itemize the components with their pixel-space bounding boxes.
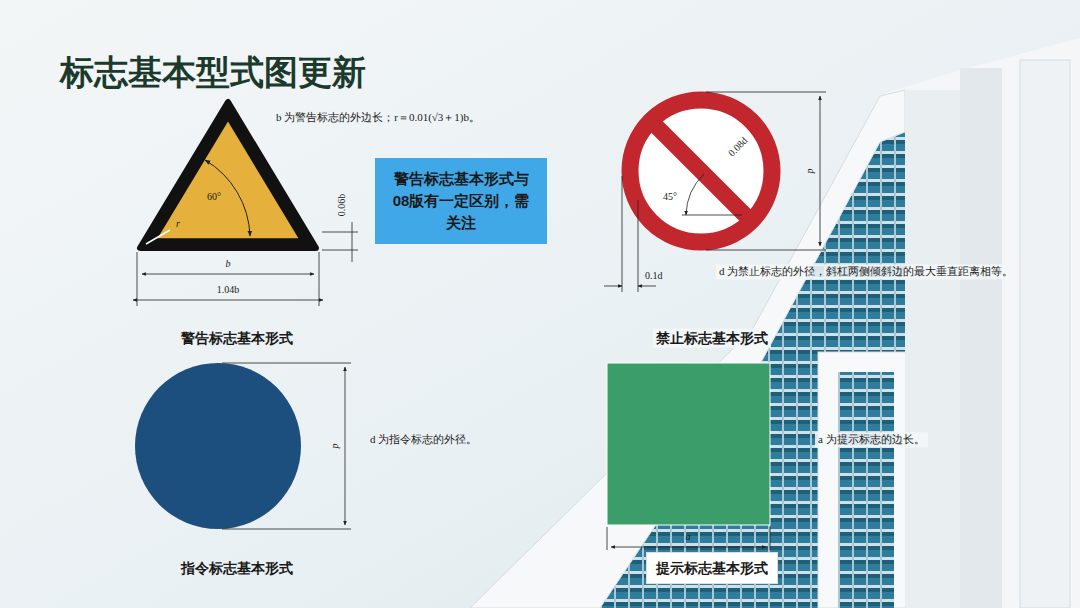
- prohibition-sign: [604, 92, 826, 292]
- mandatory-circle: [135, 363, 301, 529]
- angle-arc: [205, 160, 250, 236]
- dimension-line: [142, 274, 314, 275]
- information-sign: [607, 363, 770, 550]
- dimension-note: b 为警告标志的外边长；r＝0.01(√3＋1)b。: [276, 111, 480, 124]
- dimension-line: [345, 367, 346, 525]
- tower-column: [960, 68, 1002, 608]
- tower-side: [905, 90, 960, 608]
- slide-title: 标志基本型式图更新: [60, 52, 366, 93]
- extension-line: [622, 176, 623, 292]
- dimension-label: a: [686, 531, 691, 543]
- sign-caption: 警告标志基本形式: [181, 330, 293, 347]
- extension-line: [770, 527, 771, 550]
- extension-line: [322, 250, 358, 251]
- extension-line: [319, 252, 320, 306]
- sign-caption: 禁止标志基本形式: [653, 329, 771, 348]
- extension-line: [222, 363, 351, 364]
- dimension-label: d: [805, 169, 817, 174]
- callout-text: 警告标志基本形式与08版有一定区别，需关注: [387, 168, 535, 233]
- radius-line: [146, 230, 170, 244]
- triangle-fill: [158, 122, 299, 239]
- front-windows: [838, 372, 894, 608]
- sign-caption: 提示标志基本形式: [656, 558, 768, 578]
- triangle-border: [140, 102, 316, 248]
- extension-line: [137, 252, 138, 306]
- building: [470, 38, 1080, 608]
- dimension-label: d: [330, 444, 342, 449]
- angle-base-line: [682, 215, 742, 216]
- tower: [880, 38, 1080, 608]
- prohibition-slash: [651, 121, 751, 221]
- dimension-line: [133, 300, 323, 301]
- dimension-note: a 为提示标志的边长。: [815, 432, 928, 447]
- dimension-line: [820, 96, 821, 246]
- dimension-note: d 为禁止标志的外径，斜杠两侧倾斜边的最大垂直距离相等。: [716, 264, 1016, 279]
- dimension-line: [352, 222, 353, 262]
- dimension-label: 1.04b: [217, 284, 240, 296]
- callout-box: 警告标志基本形式与08版有一定区别，需关注: [375, 158, 547, 244]
- dimension-line: [638, 286, 656, 287]
- dimension-line: [604, 286, 622, 287]
- extension-line: [222, 529, 351, 530]
- mandatory-sign: [135, 363, 351, 529]
- dimension-label: b: [226, 258, 231, 270]
- extension-line: [706, 92, 826, 93]
- angle-arc: [686, 174, 704, 215]
- angle-label: 60°: [207, 191, 221, 203]
- dimension-label: 0.1d: [645, 270, 663, 282]
- extension-line: [706, 250, 826, 251]
- front-block: [818, 352, 913, 608]
- extension-line: [607, 527, 608, 550]
- tower-column: [1020, 60, 1070, 608]
- warning-sign: [133, 102, 358, 306]
- information-square: [607, 363, 770, 525]
- dimension-label: 0.06b: [336, 194, 348, 217]
- angle-label: 45°: [663, 191, 677, 203]
- dimension-line: [611, 547, 766, 548]
- dimension-note: d 为指令标志的外径。: [370, 433, 477, 446]
- extension-line: [638, 200, 639, 292]
- extension-line: [322, 232, 358, 233]
- caption-box: 提示标志基本形式: [646, 552, 778, 584]
- sign-caption: 指令标志基本形式: [181, 560, 293, 577]
- radius-label: r: [176, 218, 180, 230]
- prohibition-ring: [630, 100, 772, 242]
